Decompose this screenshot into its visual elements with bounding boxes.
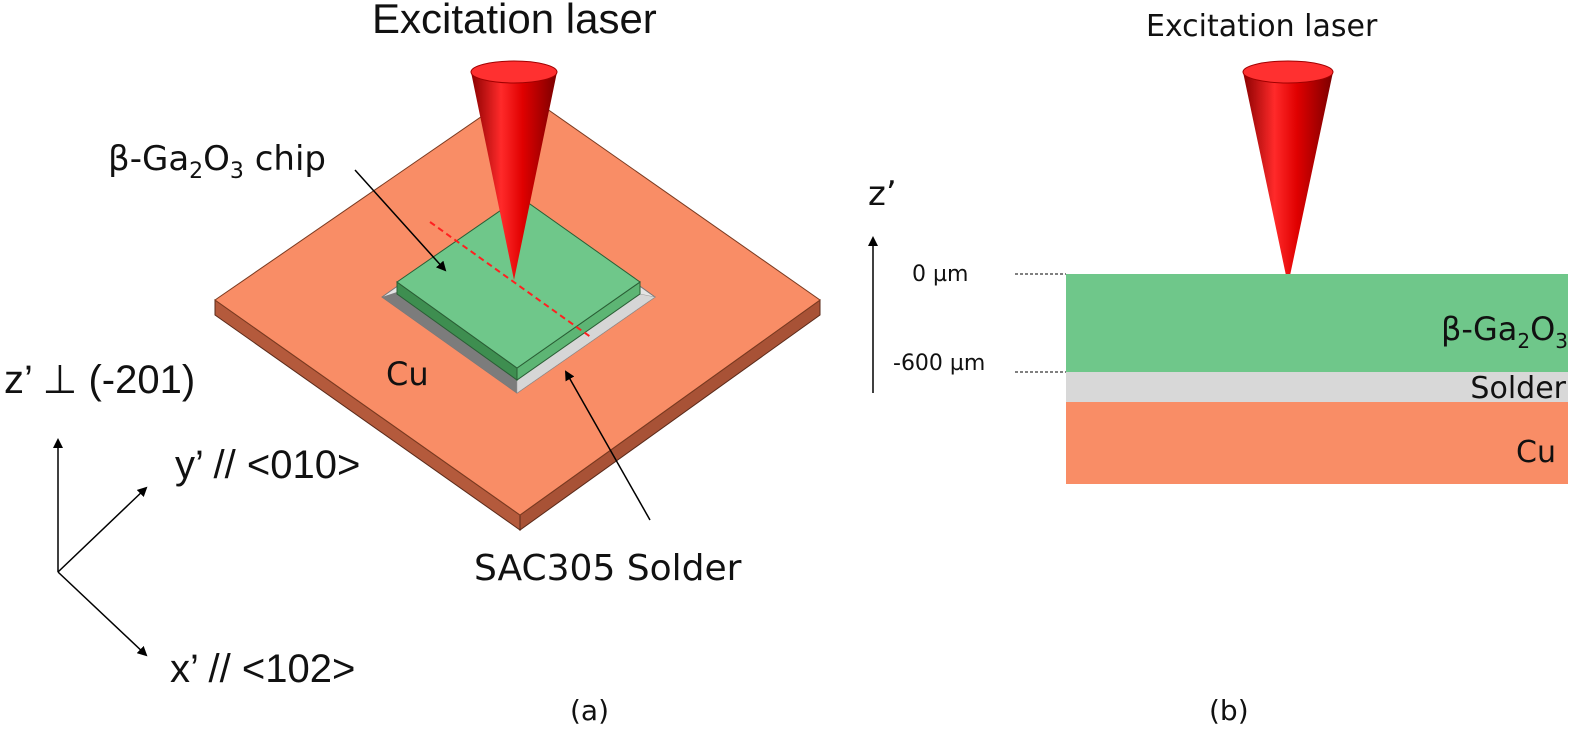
panel-b-title: Excitation laser — [1146, 9, 1378, 44]
layer-solder-label: Solder — [1470, 371, 1566, 406]
caption-b: (b) — [1209, 694, 1249, 727]
layer-chip-label: β-Ga2O3 — [1441, 310, 1568, 353]
chip-pointer-arrow — [354, 169, 447, 272]
tick-top-label: 0 µm — [912, 262, 968, 287]
solder-label: SAC305 Solder — [474, 548, 742, 589]
x-axis-arrow — [57, 571, 148, 657]
tick-bottom-label: -600 µm — [893, 351, 985, 376]
layer-solder — [1066, 372, 1568, 402]
layer-chip — [1066, 274, 1568, 372]
scan-dashed-line — [429, 221, 593, 339]
solder-pointer-arrow — [565, 370, 651, 521]
y-axis-arrow — [57, 486, 148, 573]
chip-top — [396, 196, 641, 369]
z-depth-label: z’ — [868, 174, 897, 214]
panel-a-title: Excitation laser — [372, 0, 657, 42]
panel-b: Excitation laser z’ 0 µm -600 µm β-Ga2O3… — [868, 9, 1568, 727]
caption-a: (a) — [570, 694, 609, 727]
panel-a: Excitation laser β-Ga2O3 chip Cu SAC305 … — [4, 0, 821, 727]
laser-cone-icon — [470, 60, 558, 280]
cu-label: Cu — [386, 355, 429, 393]
z-axis-label: z’ ⊥ (-201) — [4, 358, 195, 402]
solder-left-face — [382, 292, 517, 393]
ga2o3-chip — [396, 196, 641, 381]
layer-cu — [1066, 402, 1568, 484]
layer-cu-label: Cu — [1516, 435, 1556, 470]
chip-label: β-Ga2O3 chip — [108, 139, 326, 184]
coordinate-axes — [53, 438, 148, 657]
y-axis-label: y’ // <010> — [175, 443, 360, 487]
laser-cone-b-icon — [1242, 60, 1334, 285]
x-axis-label: x’ // <102> — [170, 647, 355, 691]
